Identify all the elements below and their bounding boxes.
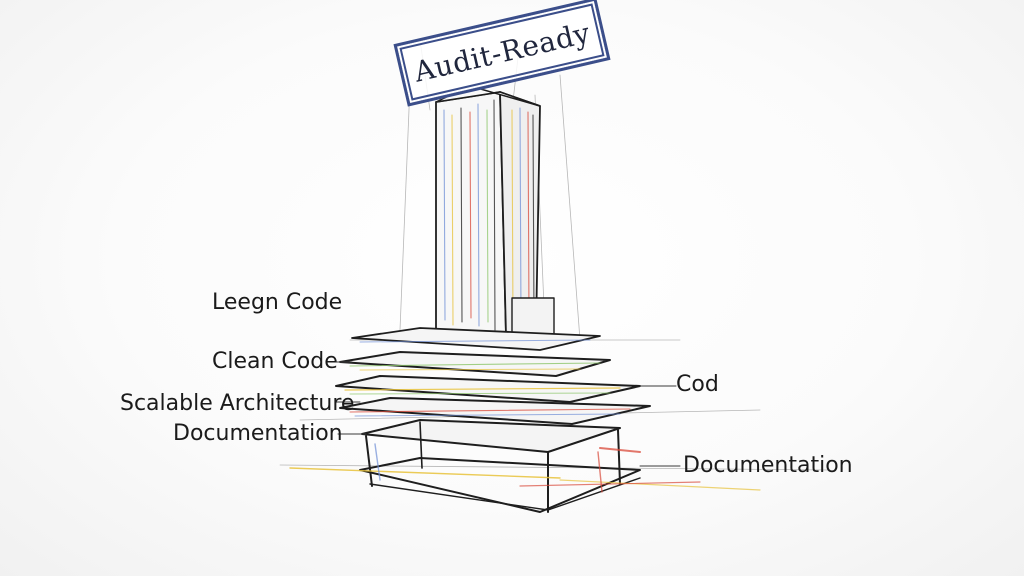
tier-1-slab (351, 327, 601, 351)
base-platform (289, 419, 761, 513)
label-clean-code: Clean Code (212, 349, 338, 374)
tower (435, 85, 555, 339)
tower-annex (511, 297, 555, 339)
tier-3-slab (335, 375, 641, 403)
label-documentation-left: Documentation (173, 421, 343, 446)
label-documentation-right: Documentation (683, 453, 853, 478)
tower-pencil-strokes (443, 99, 535, 331)
label-scalable-architecture: Scalable Architecture (120, 391, 355, 416)
label-leader-lines (331, 361, 681, 467)
label-leegn-code: Leegn Code (212, 290, 343, 315)
label-cod: Cod (676, 372, 719, 397)
tier-4-slab (339, 397, 651, 425)
tier-2-slab (339, 351, 611, 377)
